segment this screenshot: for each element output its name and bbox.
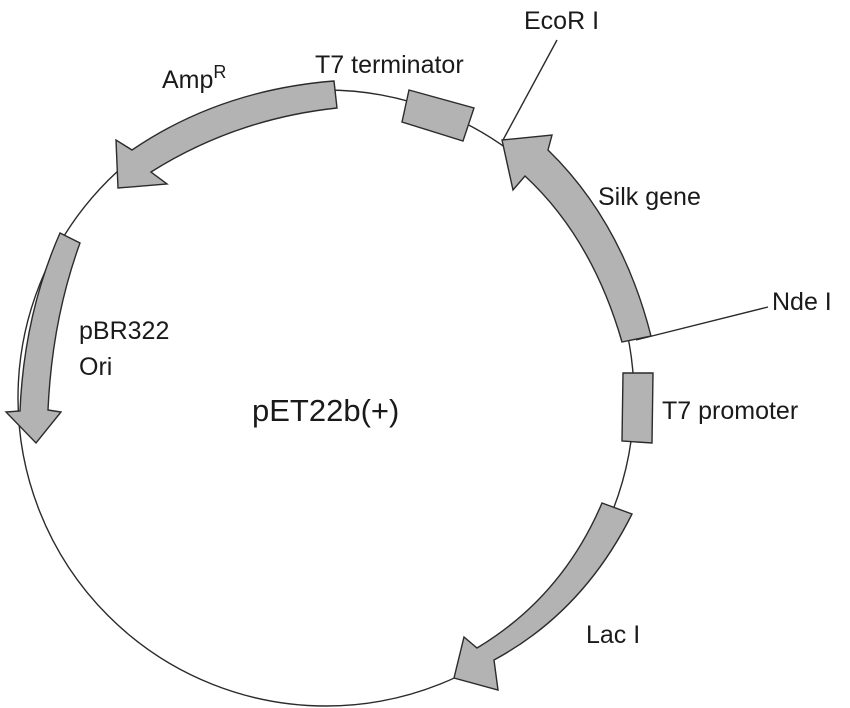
silk-gene-arrow: [501, 134, 652, 343]
t7-promoter-box: [621, 372, 654, 444]
t7-terminator-label: T7 terminator: [315, 51, 464, 79]
silk-gene-label: Silk gene: [598, 183, 701, 211]
amp-r-label-main: Amp: [162, 66, 213, 94]
ecor-i-leader-line: [502, 39, 558, 141]
amp-r-label-superscript: R: [213, 62, 226, 82]
nde-i-leader-line: [635, 306, 769, 341]
t7-terminator-box: [401, 89, 475, 142]
lac-i-label: Lac I: [586, 621, 640, 649]
ecor-i-label: EcoR I: [524, 7, 599, 35]
pbr322-ori-label-line2: Ori: [79, 353, 112, 381]
t7-promoter-label: T7 promoter: [662, 397, 798, 425]
pbr322-ori-arrow: [4, 232, 81, 445]
lac-i-arrow: [453, 502, 633, 691]
pbr322-ori-label-line1: pBR322: [79, 317, 169, 345]
amp-r-label: AmpR: [162, 62, 226, 94]
amp-r-arrow: [115, 80, 338, 189]
nde-i-label: Nde I: [772, 288, 832, 316]
plasmid-name-label: pET22b(+): [252, 393, 399, 428]
